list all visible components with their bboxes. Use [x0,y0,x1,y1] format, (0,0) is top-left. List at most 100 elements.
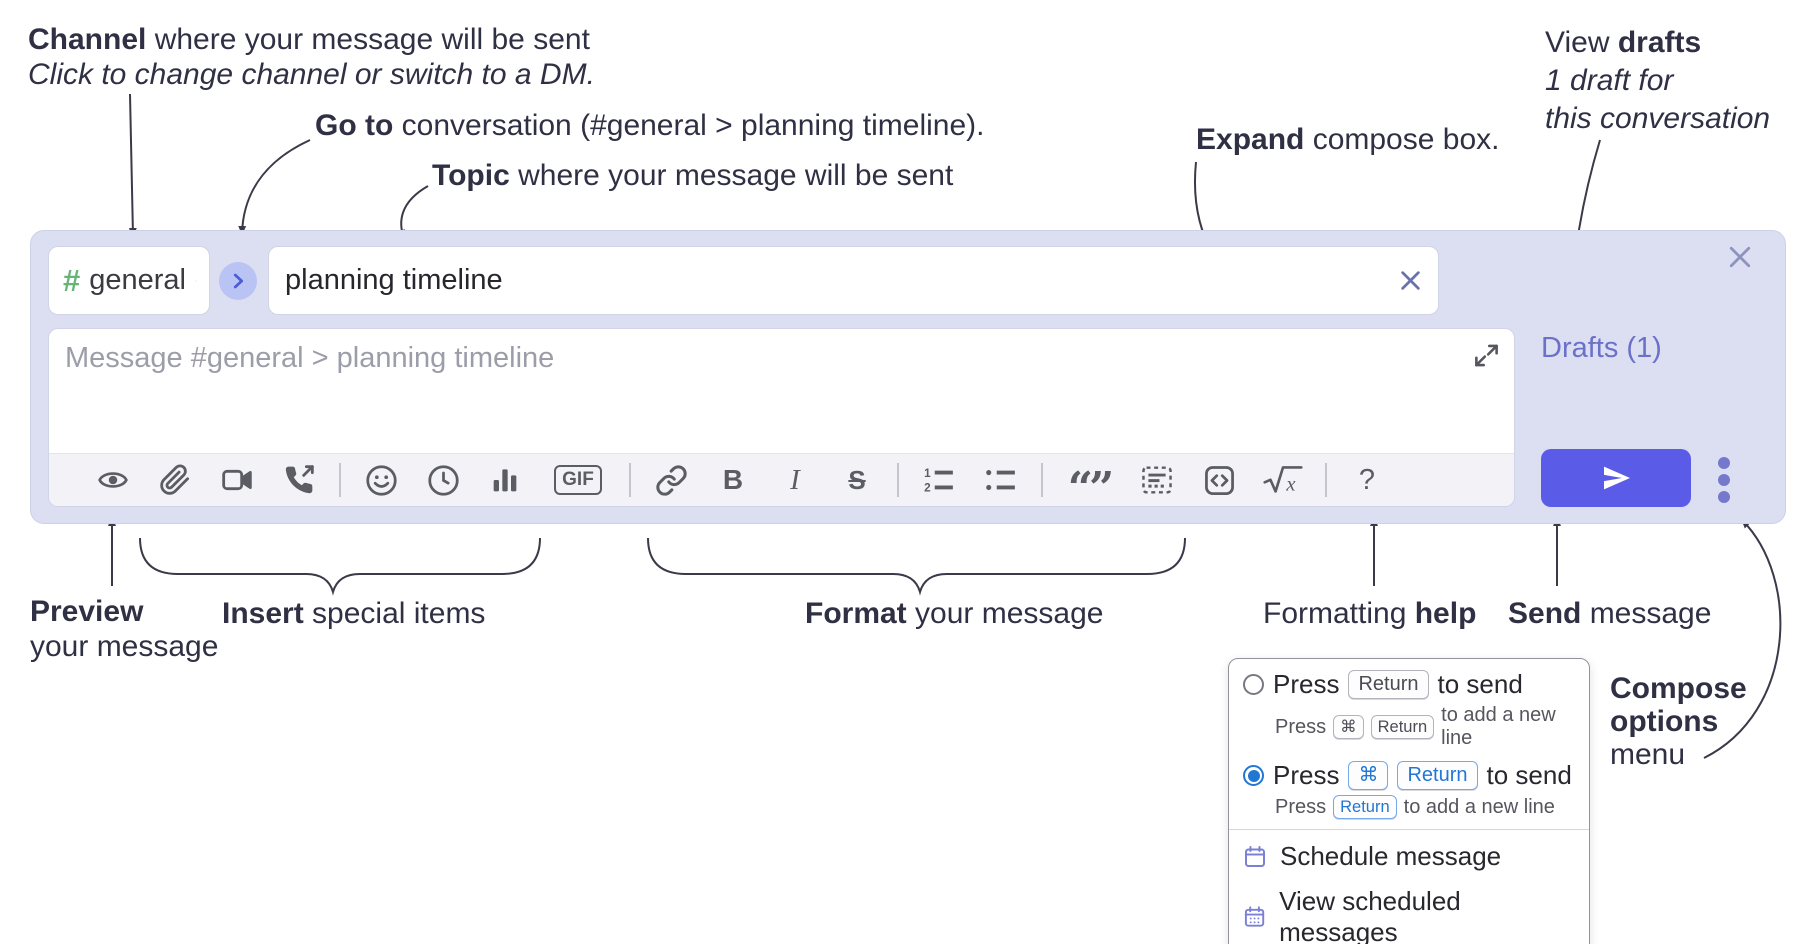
drafts-link[interactable]: Drafts (1) [1541,332,1662,364]
cmd-enter-sends-option[interactable]: Press ⌘ Return to send [1243,760,1575,791]
annotation-topic: Topic where your message will be sent [432,158,953,193]
annotation-expand-rest: compose box. [1304,123,1500,156]
svg-text:2: 2 [924,482,931,494]
bold-icon: B [722,464,744,495]
radio-selected-icon[interactable] [1243,765,1264,786]
compose-options-menu-button[interactable] [1718,457,1730,503]
toolbar-divider [1041,463,1043,497]
view-scheduled-messages-item[interactable]: View scheduled messages [1229,879,1589,944]
insert-link-button[interactable] [649,458,693,502]
annotation-compose-line1: Compose [1610,672,1747,705]
italic-button[interactable]: I [773,458,817,502]
toolbar-divider [339,463,341,497]
clock-icon [427,464,459,496]
annotation-compose-options: Compose options menu [1610,672,1747,771]
clear-topic-icon[interactable] [1397,267,1424,294]
phone-outgoing-icon [285,465,314,494]
annotation-drafts-line2: 1 draft for [1545,64,1674,97]
spoiler-button[interactable] [1135,458,1179,502]
option1-sub-suffix: to add a new line [1441,704,1556,749]
kebab-dot [1718,491,1730,503]
schedule-message-label: Schedule message [1280,841,1502,871]
annotation-format: Format your message [805,596,1103,631]
topic-input[interactable]: planning timeline [269,247,1438,314]
annotation-channel-bold: Channel [28,23,147,56]
message-box[interactable]: Message #general > planning timeline [49,329,1514,511]
formatting-help-button[interactable]: ? [1345,458,1389,502]
kebab-dot [1718,474,1730,486]
compose-options-popup: Press Return to send Press ⌘ Return to a… [1228,658,1590,944]
popup-divider [1229,829,1589,830]
annotation-goto-rest: conversation (#general > planning timeli… [393,109,985,142]
bold-button[interactable]: B [711,458,755,502]
annotation-help-pre: Formatting [1263,597,1415,630]
option1-press: Press [1273,669,1340,699]
return-key: Return [1370,715,1435,739]
toolbar-divider [1325,463,1327,497]
close-compose-icon[interactable] [1725,242,1755,272]
cmd-enter-sends-subtext: Press Return to add a new line [1275,795,1575,819]
send-button[interactable] [1541,449,1691,507]
annotation-channel-rest: where your message will be sent [146,23,590,56]
start-video-call-button[interactable] [215,458,259,502]
annotation-topic-bold: Topic [432,159,510,192]
preview-message-button[interactable] [91,458,135,502]
quote-button[interactable]: “” [1061,458,1117,511]
annotation-format-bold: Format [805,597,907,630]
enter-sends-option[interactable]: Press Return to send [1243,669,1575,700]
smiley-icon [365,464,397,496]
annotation-expand: Expand compose box. [1196,122,1499,157]
add-emoji-button[interactable] [359,458,403,502]
code-button[interactable] [1197,458,1241,502]
chevron-down-icon [195,280,197,281]
toolbar-divider [629,463,631,497]
annotation-send-rest: message [1581,597,1712,630]
svg-text:1: 1 [924,467,931,480]
radio-unselected-icon[interactable] [1243,674,1264,695]
annotation-goto: Go to conversation (#general > planning … [315,108,985,143]
kebab-dot [1718,457,1730,469]
brace-format [647,537,1186,596]
annotation-preview-line2: your message [30,630,219,663]
brace-insert [139,537,541,596]
topic-value: planning timeline [285,264,503,296]
gif-icon: GIF [554,465,602,495]
cmd-key: ⌘ [1333,715,1364,739]
bulleted-list-button[interactable] [979,458,1023,502]
spoiler-icon [1142,466,1172,494]
strikethrough-button[interactable]: S [835,458,879,502]
annotation-drafts-bold: drafts [1617,26,1702,59]
math-latex-icon: x [1263,466,1303,495]
option2-sub-suffix: to add a new line [1403,795,1555,818]
add-poll-button[interactable] [483,458,527,502]
attach-file-button[interactable] [153,458,197,502]
channel-selector[interactable]: # general [49,247,209,314]
annotation-compose-line3: menu [1610,738,1686,771]
annotation-preview-bold: Preview [30,595,144,628]
schedule-message-item[interactable]: Schedule message [1229,834,1589,879]
add-gif-button[interactable]: GIF [545,458,611,502]
annotation-help-bold: help [1414,597,1477,630]
message-placeholder: Message #general > planning timeline [65,342,555,374]
add-global-time-button[interactable] [421,458,465,502]
svg-text:x: x [1285,473,1295,495]
annotation-format-rest: your message [906,597,1104,630]
italic-icon: I [790,463,800,496]
cmd-key: ⌘ [1348,761,1389,790]
annotation-send: Send message [1508,596,1711,631]
channel-hash-icon: # [63,262,81,298]
return-key: Return [1348,670,1429,699]
annotation-channel-italic: Click to change channel or switch to a D… [28,58,595,91]
enter-sends-subtext: Press ⌘ Return to add a new line [1275,704,1575,750]
option2-sub-press: Press [1275,795,1327,818]
view-scheduled-messages-label: View scheduled messages [1279,886,1461,944]
expand-compose-icon[interactable] [1473,342,1500,369]
go-to-conversation-button[interactable] [219,262,257,300]
bulleted-list-icon [986,469,1015,491]
numbered-list-icon: 12 [924,467,953,494]
math-button[interactable]: x [1259,458,1307,502]
start-voice-call-button[interactable] [277,458,321,502]
